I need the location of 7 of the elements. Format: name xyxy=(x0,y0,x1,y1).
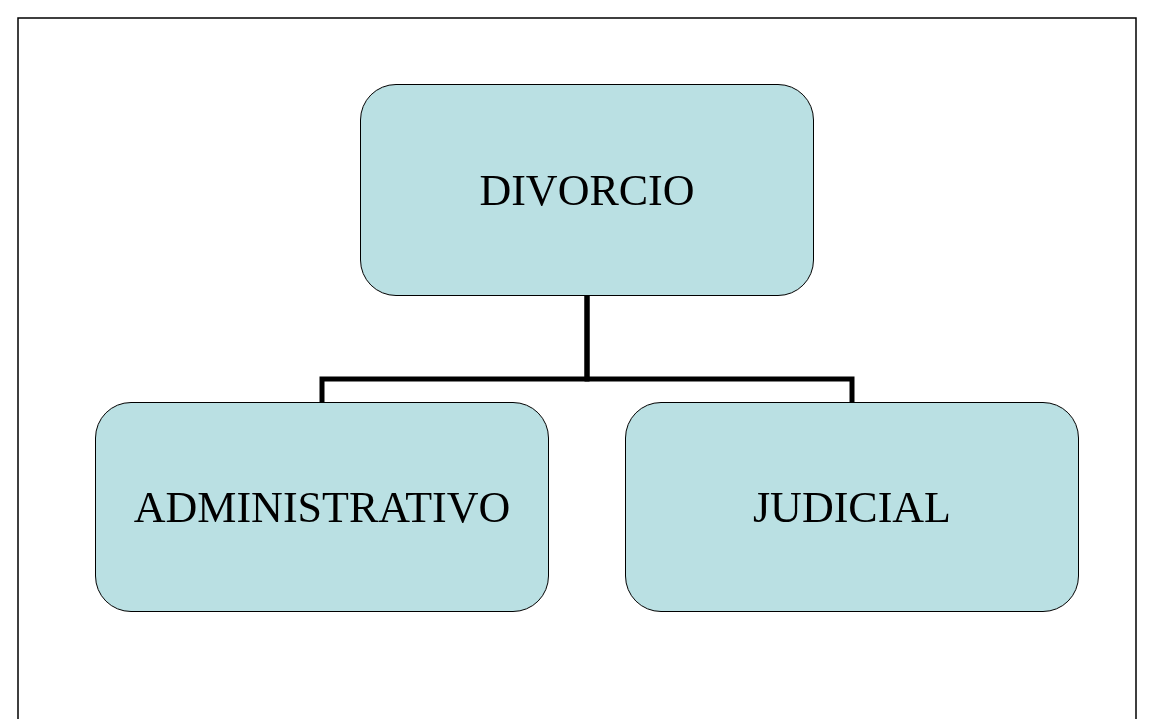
rounded-box xyxy=(360,84,814,296)
connector-line xyxy=(584,296,855,402)
box-label: JUDICIAL xyxy=(753,481,951,533)
rounded-box xyxy=(95,402,549,612)
box-label: ADMINISTRATIVO xyxy=(133,481,511,533)
rounded-box xyxy=(625,402,1079,612)
box-label: DIVORCIO xyxy=(479,164,695,216)
